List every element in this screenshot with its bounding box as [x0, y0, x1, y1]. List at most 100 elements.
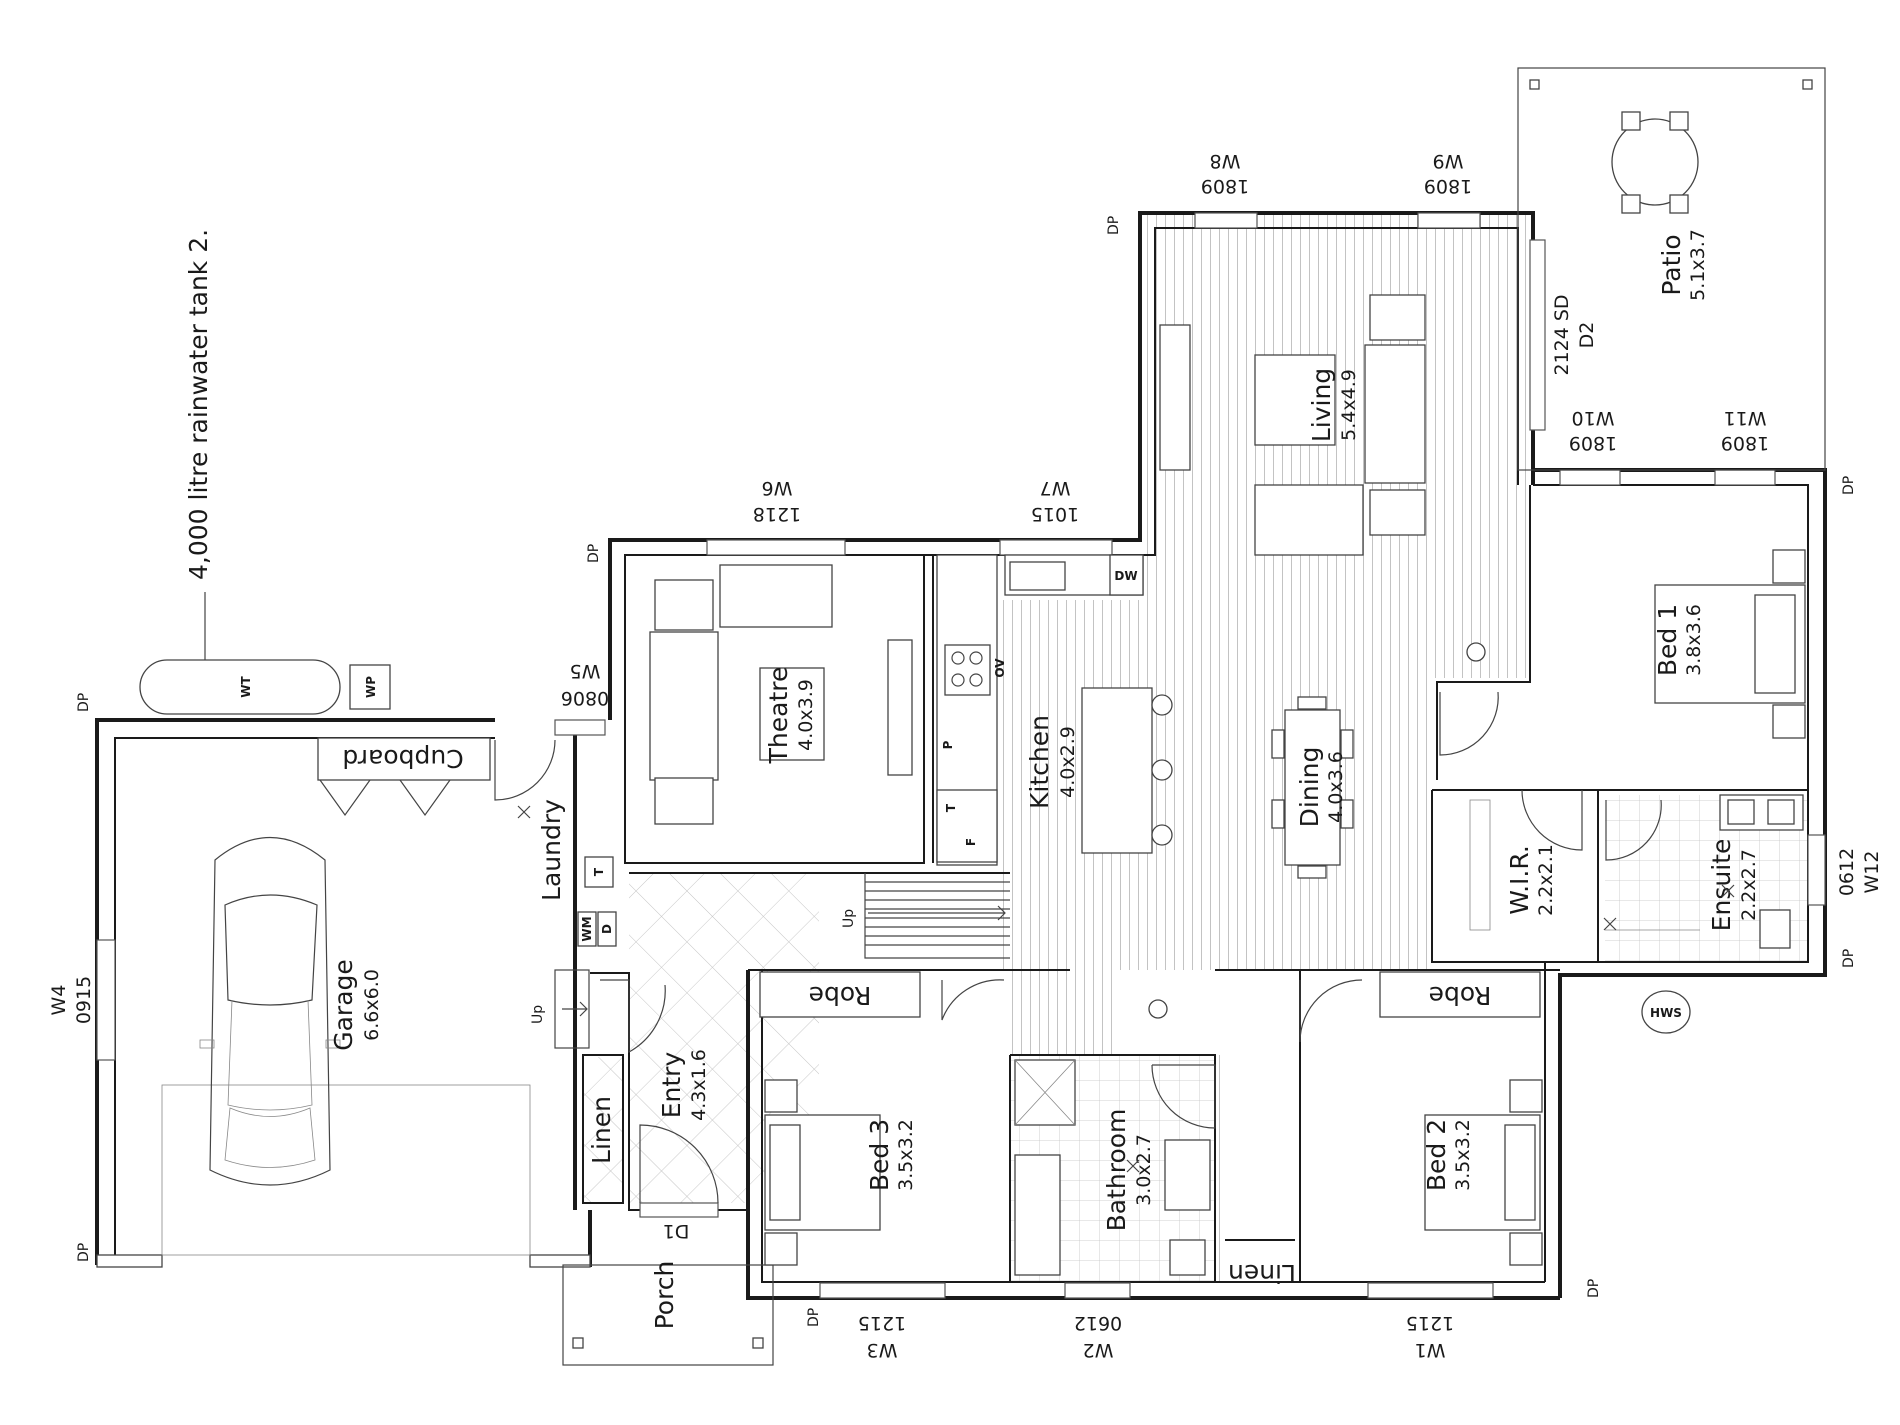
- water-pump: [349, 664, 391, 710]
- windows: [96, 212, 1826, 1299]
- living-room: Living 5.4x4.9: [1159, 294, 1426, 556]
- floor-waste-ensuite-2: [1603, 917, 1617, 931]
- ensuite-label: Ensuite: [1707, 839, 1736, 932]
- bed1-side-table-2: [1772, 704, 1806, 739]
- window-w2: [1064, 1282, 1131, 1299]
- wir-bottom-wall: [1431, 790, 1598, 963]
- window-w12-size: 0612: [1836, 848, 1858, 896]
- bed3-wall: [748, 969, 1070, 1282]
- dishwasher: [1109, 554, 1144, 596]
- hot-water-system-label: HWS: [1650, 1006, 1682, 1020]
- tank-note: 4,000 litre rainwater tank 2.: [184, 229, 213, 580]
- water-pump-label: WP: [364, 676, 378, 698]
- patio-table: [1611, 118, 1699, 206]
- stairs: Up Up: [530, 873, 1010, 1049]
- bed3-room: Robe Bed 3 3.5x3.2: [759, 971, 921, 1266]
- dining-chair-4: [1271, 799, 1285, 829]
- floor-waste-ensuite-1: [1721, 884, 1735, 898]
- theatre-chair-2: [654, 777, 714, 825]
- window-w4-id: W4: [48, 985, 70, 1016]
- bed3-dim: 3.5x3.2: [895, 1119, 917, 1191]
- ensuite-dim: 2.2x2.7: [1738, 849, 1760, 921]
- window-labels: W8 1809 W9 1809 W6 1218 W7 1015 W10 1809…: [48, 150, 1883, 1361]
- bed2-pillows: [1504, 1124, 1536, 1221]
- bed2-dim: 3.5x3.2: [1452, 1119, 1474, 1191]
- island-stool-2: [1151, 759, 1173, 781]
- living-label: Living: [1307, 368, 1336, 442]
- robe-bed2-label: Robe: [1429, 981, 1492, 1010]
- patio-slab: [1517, 67, 1826, 471]
- wir-label: W.I.R.: [1505, 845, 1534, 915]
- fridge-label: F: [964, 838, 978, 846]
- garage-room: Cupboard Garage 6.6x6.0: [199, 737, 491, 1186]
- window-w3-id: W3: [867, 1339, 898, 1361]
- floor-wastes: [517, 805, 1735, 1173]
- pantry-label: P: [941, 740, 955, 749]
- car-mirror-left: [199, 1039, 215, 1049]
- patio-dim: 5.1x3.7: [1687, 229, 1709, 301]
- entry-area: Entry 4.3x1.6 Linen Porch: [562, 1049, 774, 1366]
- linen-hall-label: Linen: [1228, 1259, 1296, 1288]
- laundry-label: Laundry: [537, 799, 566, 901]
- downpipe-label-garage-bottom: DP: [76, 1243, 92, 1262]
- theatre-sofa-long: [649, 631, 719, 781]
- linen-entry-label: Linen: [587, 1096, 616, 1164]
- garage-step-arrow: [562, 1001, 588, 1017]
- bed1-door-swing: [1439, 691, 1499, 756]
- hot-water-system: [1641, 990, 1691, 1034]
- patio-label: Patio: [1657, 234, 1686, 295]
- window-w11-id: W11: [1724, 407, 1767, 429]
- porch-post-2: [752, 1337, 764, 1349]
- window-w8: [1194, 212, 1258, 229]
- window-w7: [999, 539, 1113, 556]
- ensuite-door-swing: [1605, 799, 1662, 861]
- living-sofa-left: [1254, 484, 1364, 556]
- window-w8-size: 1809: [1201, 175, 1249, 197]
- theatre-sofa-top: [719, 564, 833, 628]
- window-w9: [1417, 212, 1481, 229]
- car-rear-window: [224, 1107, 316, 1168]
- bottom-inner-wall: [761, 970, 1545, 1283]
- garage-driveway-slab: [161, 1084, 531, 1256]
- entry-stair: [864, 873, 1010, 959]
- rainwater-tank-label: WT: [239, 675, 253, 697]
- window-w6-size: 1218: [753, 503, 801, 525]
- garage-step-up-label: Up: [530, 1005, 546, 1024]
- patio-chair-3: [1621, 194, 1641, 214]
- wir-door-swing: [1521, 789, 1583, 851]
- robe-bed3: [759, 971, 921, 1018]
- downpipe-label-living: DP: [1106, 216, 1122, 235]
- cooktop: [944, 644, 991, 696]
- theatre-dim: 4.0x3.9: [795, 679, 817, 751]
- garage-wall-outer: [95, 718, 495, 1265]
- window-w10-size: 1809: [1569, 432, 1617, 454]
- fridge: [936, 789, 998, 863]
- entry-dim: 4.3x1.6: [688, 1049, 710, 1121]
- bottom-outer-wall: [746, 970, 1560, 1300]
- front-door-swing: [639, 1124, 719, 1204]
- bathroom-room: Bathroom 3.0x2.7 Linen: [1014, 1059, 1296, 1288]
- window-w2-size: 0612: [1074, 1312, 1122, 1334]
- window-w8-id: W8: [1210, 150, 1241, 172]
- bed3-door-swing: [941, 979, 1005, 1021]
- entry-stair-up-label: Up: [841, 909, 857, 928]
- wir-room: W.I.R. 2.2x2.1: [1469, 799, 1557, 931]
- door-d2-size: 2124 SD: [1551, 294, 1573, 375]
- living-tv-unit: [1159, 324, 1191, 471]
- living-ottoman: [1254, 354, 1336, 446]
- window-w7-id: W7: [1040, 477, 1071, 499]
- dining-room: Dining 4.0x3.6: [1148, 642, 1486, 1019]
- rainwater-tank-area: 4,000 litre rainwater tank 2. WT WP: [139, 229, 391, 715]
- washing-machine-label: WM: [580, 916, 594, 941]
- window-w3: [819, 1282, 946, 1299]
- living-bed1-wall: [1436, 485, 1531, 780]
- window-w11-size: 1809: [1721, 432, 1769, 454]
- theatre-label: Theatre: [764, 667, 793, 765]
- washing-machine: [577, 911, 597, 947]
- bed1-pillows: [1754, 594, 1796, 694]
- ensuite-basin-1: [1727, 799, 1755, 825]
- window-w6-id: W6: [762, 477, 793, 499]
- cooktop-burner-3: [951, 673, 965, 687]
- cupboard-label: Cupboard: [342, 744, 463, 773]
